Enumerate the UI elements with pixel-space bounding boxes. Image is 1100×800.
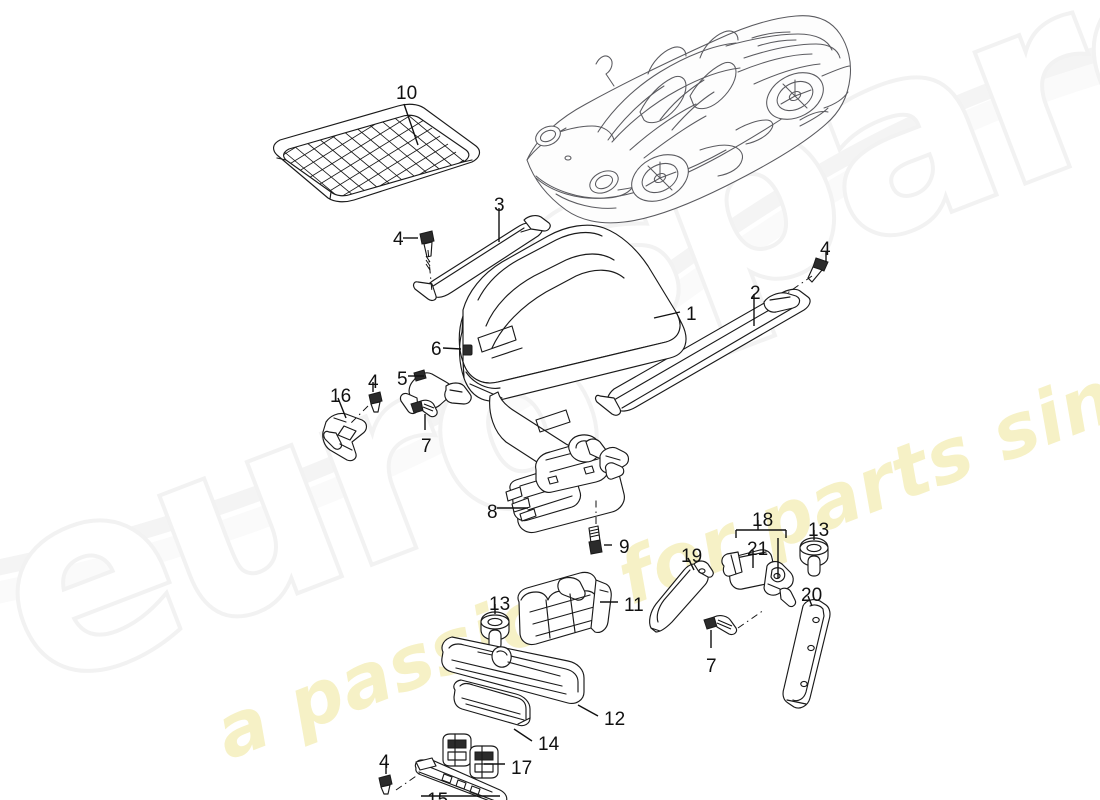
part-7-hexagon-head-bolt-a [410,399,438,418]
callout-7-a[interactable]: 7 [421,436,432,457]
callout-4-d[interactable]: 4 [379,752,390,773]
part-3-front-roof-rail [413,215,551,301]
callout-1[interactable]: 1 [686,304,697,325]
callout-7-b[interactable]: 7 [706,656,717,677]
part-2-side-roof-rail [595,288,811,416]
rear-wheel [766,72,824,120]
part-8-roof-latch-assembly [505,434,630,534]
callout-4-c[interactable]: 4 [368,372,379,393]
part-12-trim-strip [441,636,585,705]
part-6-plug [462,344,473,356]
part-17-retaining-clip-b [469,745,499,779]
part-11-end-cap-housing [517,571,612,646]
callout-20[interactable]: 20 [801,585,823,606]
part-14-seal-profile [453,679,531,727]
callout-18[interactable]: 18 [752,510,774,531]
part-19-guide-rail [649,560,714,633]
callout-21[interactable]: 21 [747,539,769,560]
part-4-fastening-screw-d [378,774,393,795]
callout-12[interactable]: 12 [604,709,626,730]
callout-11[interactable]: 11 [624,595,644,616]
callout-17[interactable]: 17 [511,758,533,779]
part-4-fastening-screw-c [368,391,383,413]
callout-4-b[interactable]: 4 [820,239,831,260]
part-18-lock-cylinder [763,560,797,608]
callout-9[interactable]: 9 [619,537,630,558]
part-9-hexagon-head-bolt [588,525,603,555]
callout-10[interactable]: 10 [396,83,418,104]
vehicle-illustration [526,15,851,224]
callout-3[interactable]: 3 [494,195,505,216]
callout-8[interactable]: 8 [487,502,498,523]
callout-16[interactable]: 16 [330,386,352,407]
callout-14[interactable]: 14 [538,734,560,755]
part-7-hexagon-head-bolt-b [703,615,738,636]
callout-2[interactable]: 2 [750,283,761,304]
part-1-hardtop-roof-panel [458,224,687,470]
callout-4-a[interactable]: 4 [393,229,404,250]
part-15-mounting-rail [414,757,508,800]
callout-19[interactable]: 19 [681,546,703,567]
callout-13-a[interactable]: 13 [808,520,830,541]
front-wheel [631,154,689,202]
part-21-handle-lever [721,549,776,590]
part-13-grommet-a [799,537,829,577]
part-10-luggage-net [273,103,481,203]
part-20-bracket-arm [782,599,831,709]
callout-5[interactable]: 5 [397,369,408,390]
callout-6[interactable]: 6 [431,339,442,360]
part-4-fastening-screw-b [807,257,829,283]
callout-15[interactable]: 15 [427,791,448,800]
part-16-striker-bracket [322,412,368,462]
callout-13-b[interactable]: 13 [489,594,511,615]
